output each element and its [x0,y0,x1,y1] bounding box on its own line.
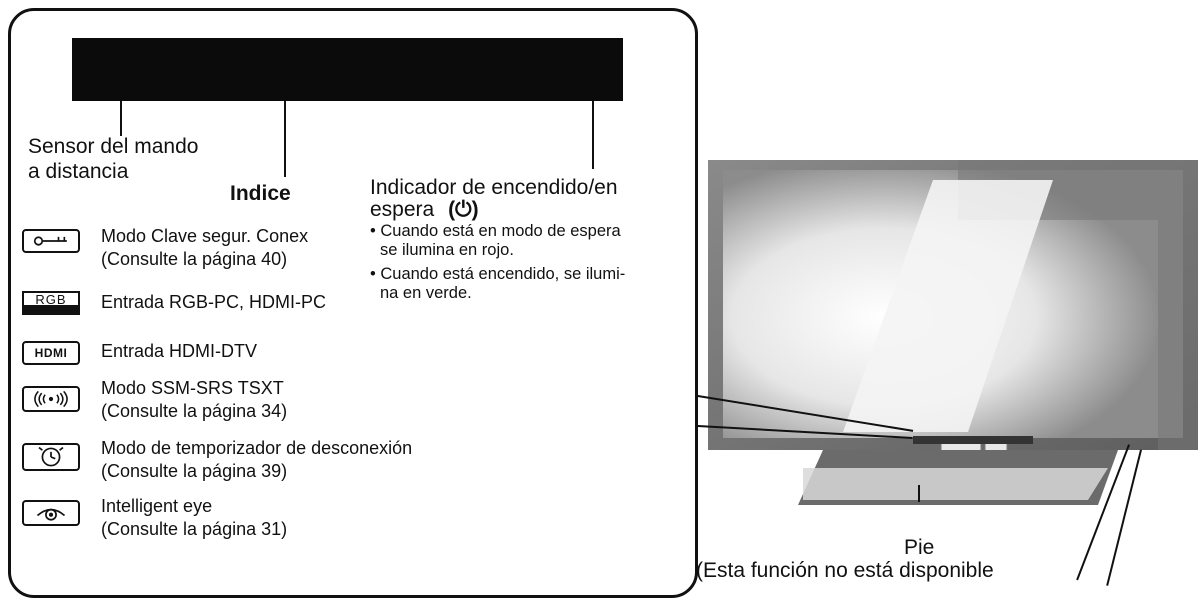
power-indicator-label-line1: Indicador de encendido/en [370,176,618,199]
index-item-rgb-line1: Entrada RGB-PC, HDMI-PC [101,292,327,312]
hdmi-icon-text: HDMI [34,346,68,360]
stand-note: (Esta función no está disponible [696,559,994,582]
intelligent-eye-icon [22,500,80,526]
hdmi-icon: HDMI [22,341,80,365]
index-item-hdmi-line1: Entrada HDMI-DTV [101,341,258,361]
index-item-intelligent-eye-line1: Intelligent eye [101,496,213,516]
power-indicator-label-line2: espera [370,198,435,221]
rgb-icon: RGB [22,291,80,315]
index-item-intelligent-eye-line2: (Consulte la página 31) [101,519,288,539]
power-indicator-leader [592,101,594,169]
index-item-ssm-srs-line1: Modo SSM-SRS TSXT [101,378,284,398]
stand-label: Pie [904,536,935,559]
power-bullet-1b: se ilumina en rojo. [380,241,514,259]
index-leader [284,101,286,177]
tv-front-bezel-strip [72,38,623,101]
key-lock-icon [22,229,80,253]
tv-illustration [703,150,1198,584]
remote-sensor-label-line2: a distancia [28,160,129,183]
sleep-timer-icon [22,443,80,471]
index-item-ssm-srs-line2: (Consulte la página 34) [101,401,288,421]
power-bullet-2a: • Cuando está encendido, se ilumi- [370,265,626,283]
remote-sensor-label-line1: Sensor del mando [28,135,199,158]
index-item-key-lock-line1: Modo Clave segur. Conex [101,226,309,246]
index-item-sleep-timer-line1: Modo de temporizador de desconexión [101,438,413,458]
index-item-sleep-timer-line2: (Consulte la página 39) [101,461,288,481]
index-item-key-lock-line2: (Consulte la página 40) [101,249,288,269]
ssm-srs-icon [22,386,80,412]
remote-sensor-leader [120,101,122,136]
power-bullet-1a: • Cuando está en modo de espera [370,222,621,240]
power-standby-symbol: (⏻) [448,198,479,221]
power-bullet-2b: na en verde. [380,284,472,302]
rgb-icon-text: RGB [35,292,67,307]
index-title: Indice [230,182,291,205]
